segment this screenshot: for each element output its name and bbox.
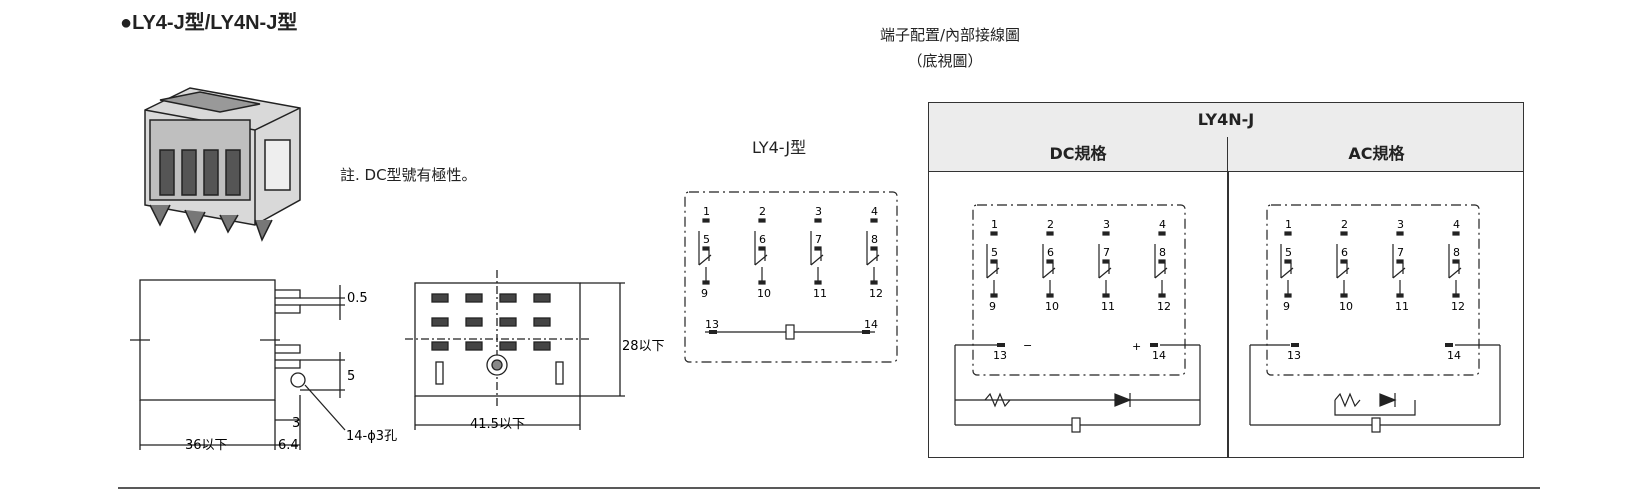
polarity-note: 註. DC型號有極性。 [340, 166, 477, 184]
dc-pin-top-2: 2 [1047, 218, 1054, 231]
dim-3: 3 [292, 416, 300, 431]
dc-pin-top-4: 4 [1159, 218, 1166, 231]
dc-polarity-plus: + [1132, 340, 1141, 353]
dim-0-5: 0.5 [347, 291, 368, 306]
ac-pin-13: 13 [1287, 349, 1301, 362]
dim-5: 5 [347, 369, 355, 384]
ac-pin-mid-1: 5 [1285, 246, 1292, 259]
ac-pin-14: 14 [1447, 349, 1461, 362]
ly4j-pin-bot-2: 10 [757, 287, 771, 300]
dc-coil-terminal-14 [1150, 343, 1158, 347]
relay-photo [144, 87, 301, 242]
dc-pin-mid-1: 5 [991, 246, 998, 259]
ly4j-pin-bot-3: 11 [813, 287, 827, 300]
dim-41-5: 41.5以下 [470, 417, 525, 432]
table-subheader: DC規格 AC規格 [929, 137, 1523, 172]
dc-pin-13: 13 [993, 349, 1007, 362]
dc-spec-label: DC規格 [929, 137, 1228, 171]
dc-pin-diagram [954, 204, 1201, 433]
dc-contact-1 [986, 231, 1000, 298]
dc-polarity-minus: − [1023, 339, 1032, 352]
dc-pin-bot-4: 12 [1157, 300, 1171, 313]
ly4j-contact-4 [866, 218, 880, 285]
dim-holes: 14-ϕ3孔 [346, 429, 397, 444]
ly4j-pin-mid-4: 8 [871, 233, 878, 246]
ly4j-pin-13: 13 [705, 318, 719, 331]
ac-pin-top-2: 2 [1341, 218, 1348, 231]
dc-pin-bot-2: 10 [1045, 300, 1059, 313]
dc-contact-4 [1154, 231, 1168, 298]
dc-coil-terminal-13 [997, 343, 1005, 347]
ac-spec-label: AC規格 [1348, 144, 1405, 163]
table-column-divider [1227, 171, 1229, 457]
ac-pin-bot-2: 10 [1339, 300, 1353, 313]
dc-pin-bot-1: 9 [989, 300, 996, 313]
dc-pin-mid-2: 6 [1047, 246, 1054, 259]
ly4j-contact-1 [698, 218, 712, 285]
ly4j-pin-bot-1: 9 [701, 287, 708, 300]
ac-coil-terminal-14 [1445, 343, 1453, 347]
ac-contact-1 [1280, 231, 1294, 298]
ac-pin-mid-4: 8 [1453, 246, 1460, 259]
ly4j-pin-14: 14 [864, 318, 878, 331]
ac-pin-mid-3: 7 [1397, 246, 1404, 259]
page-title: ●LY4-J型/LY4N-J型 [120, 12, 298, 34]
ly4j-pin-top-1: 1 [703, 205, 710, 218]
ac-contact-2 [1336, 231, 1350, 298]
ly4j-pin-mid-3: 7 [815, 233, 822, 246]
ly4j-label: LY4-J型 [752, 138, 807, 157]
ly4j-pin-bot-4: 12 [869, 287, 883, 300]
dc-pin-mid-3: 7 [1103, 246, 1110, 259]
dim-36: 36以下 [185, 438, 228, 453]
dim-6-4: 6.4 [278, 438, 299, 453]
ly4j-pin-top-2: 2 [759, 205, 766, 218]
ly4j-pin-mid-1: 5 [703, 233, 710, 246]
ly4j-pin-diagram [684, 191, 898, 363]
dc-pin-bot-3: 11 [1101, 300, 1115, 313]
dc-contact-2 [1042, 231, 1056, 298]
ly4n-table: LY4N-J DC規格 AC規格 [928, 102, 1524, 458]
ac-pin-bot-3: 11 [1395, 300, 1409, 313]
ly4j-pin-top-3: 3 [815, 205, 822, 218]
ly4j-pin-mid-2: 6 [759, 233, 766, 246]
ac-pin-top-3: 3 [1397, 218, 1404, 231]
ac-pin-bot-1: 9 [1283, 300, 1290, 313]
ly4j-coil-terminal-13 [709, 330, 717, 334]
ac-contact-4 [1448, 231, 1462, 298]
ac-pin-diagram [1249, 204, 1501, 433]
ac-pin-mid-2: 6 [1341, 246, 1348, 259]
dc-contact-3 [1098, 231, 1112, 298]
dc-pin-14: 14 [1152, 349, 1166, 362]
pin-diagram-subheading: （底視圖） [907, 52, 983, 70]
ly4j-contact-2 [754, 218, 768, 285]
dc-pin-top-1: 1 [991, 218, 998, 231]
ly4j-pin-top-4: 4 [871, 205, 878, 218]
pin-diagram-heading: 端子配置/內部接線圖 [879, 26, 1021, 44]
ac-coil-terminal-13 [1291, 343, 1299, 347]
ly4j-contact-3 [810, 218, 824, 285]
dim-28: 28以下 [622, 339, 665, 354]
ac-pin-top-1: 1 [1285, 218, 1292, 231]
ac-pin-top-4: 4 [1453, 218, 1460, 231]
dc-pin-mid-4: 8 [1159, 246, 1166, 259]
ac-pin-bot-4: 12 [1451, 300, 1465, 313]
dc-pin-top-3: 3 [1103, 218, 1110, 231]
bottom-view [405, 270, 625, 430]
ac-contact-3 [1392, 231, 1406, 298]
side-view [130, 279, 346, 450]
ly4j-coil-terminal-14 [862, 330, 870, 334]
